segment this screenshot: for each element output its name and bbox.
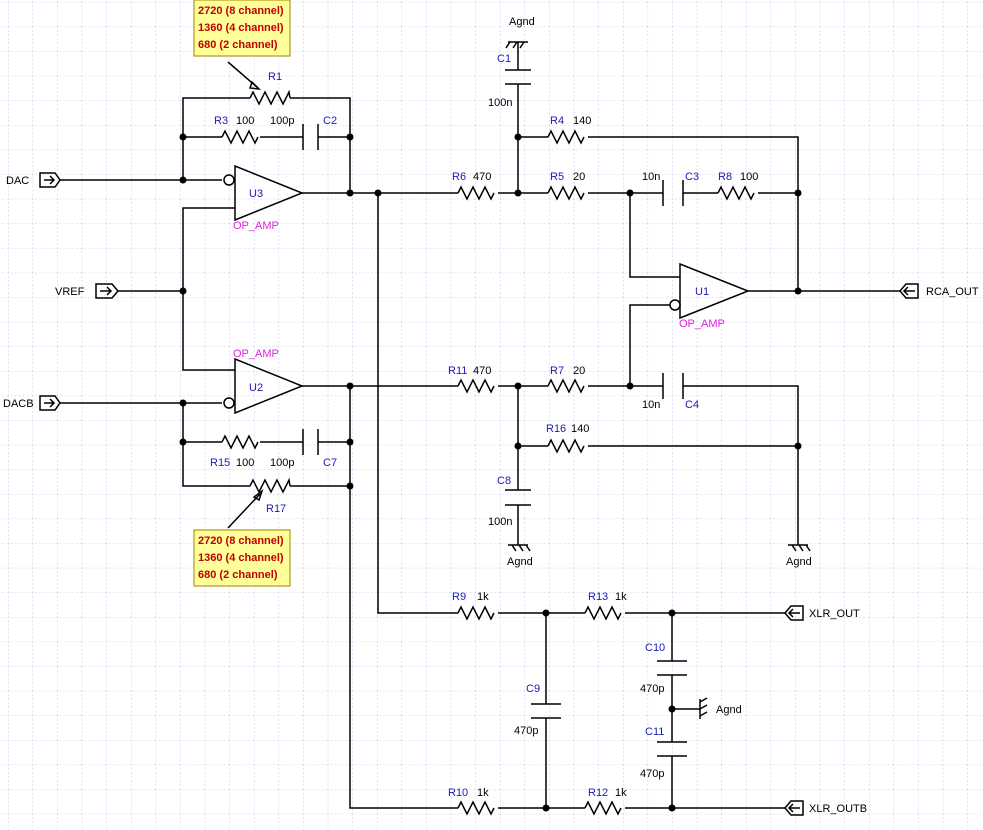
c7-value: 100p [270, 457, 294, 469]
port-xlr-outb: XLR_OUTB [784, 800, 867, 816]
port-dacb: DACB [3, 395, 61, 411]
opamp-u1: U1 OP_AMP [669, 262, 751, 330]
note-r1-line-1: 2720 (8 channel) [198, 5, 284, 17]
port-vref: VREF [55, 283, 119, 299]
c2-ref: C2 [323, 115, 337, 127]
c9-ref: C9 [526, 683, 540, 695]
r5-value: 20 [573, 171, 585, 183]
c8-value: 100n [488, 516, 512, 528]
port-rca-out-label: RCA_OUT [926, 286, 979, 298]
c10-value: 470p [640, 683, 664, 695]
r5-ref: R5 [550, 171, 564, 183]
c1-value: 100n [488, 97, 512, 109]
resistors: R1 R3 100 R6 470 R4 140 R5 20 R8 100 R11… [210, 61, 758, 816]
capacitors: 100p C2 C1 100n 10n C3 10n C4 100p C7 C8… [270, 53, 699, 780]
r6-ref: R6 [452, 171, 466, 183]
c4-ref: C4 [685, 399, 699, 411]
r6-value: 470 [473, 171, 491, 183]
port-rca-out: RCA_OUT [899, 283, 979, 299]
opamp-u2-type: OP_AMP [233, 348, 279, 360]
r8-ref: R8 [718, 171, 732, 183]
port-xlr-out-label: XLR_OUT [809, 608, 860, 620]
port-dac: DAC [6, 172, 61, 188]
c1-ref: C1 [497, 53, 511, 65]
note-r1: 2720 (8 channel) 1360 (4 channel) 680 (2… [193, 0, 291, 57]
ground-r16-label: Agnd [786, 556, 812, 568]
r10-ref: R10 [448, 787, 468, 799]
ground-top: Agnd [505, 16, 535, 49]
c9-value: 470p [514, 725, 538, 737]
opamp-u2-ref: U2 [249, 382, 263, 394]
r4-ref: R4 [550, 115, 564, 127]
ground-c8: Agnd [507, 544, 533, 568]
r12-value: 1k [615, 787, 627, 799]
r9-value: 1k [477, 591, 489, 603]
c11-ref: C11 [645, 726, 664, 738]
r10-value: 1k [477, 787, 489, 799]
r11-value: 470 [473, 365, 491, 377]
r15-value: 100 [236, 457, 254, 469]
r9-ref: R9 [452, 591, 466, 603]
wires [60, 42, 900, 809]
r13-value: 1k [615, 591, 627, 603]
r8-value: 100 [740, 171, 758, 183]
opamp-u2: U2 OP_AMP [223, 348, 305, 415]
port-dac-label: DAC [6, 175, 29, 187]
r3-ref: R3 [214, 115, 228, 127]
r3-value: 100 [236, 115, 254, 127]
r11-ref: R11 [448, 365, 467, 377]
c7-ref: C7 [323, 457, 337, 469]
c3-value: 10n [642, 171, 660, 183]
ground-top-label: Agnd [509, 16, 535, 28]
r4-value: 140 [573, 115, 591, 127]
note-r17-line-2: 1360 (4 channel) [198, 552, 284, 564]
c8-ref: C8 [497, 475, 511, 487]
ground-xlr-label: Agnd [716, 704, 742, 716]
note-r1-line-2: 1360 (4 channel) [198, 22, 284, 34]
r16-value: 140 [571, 423, 589, 435]
port-vref-label: VREF [55, 286, 85, 298]
opamp-u1-ref: U1 [695, 286, 709, 298]
ground-xlr: Agnd [699, 697, 742, 719]
note-r17-line-3: 680 (2 channel) [198, 569, 278, 581]
opamp-u3-type: OP_AMP [233, 220, 279, 232]
note-r17-line-1: 2720 (8 channel) [198, 535, 284, 547]
ground-c8-label: Agnd [507, 556, 533, 568]
c2-value: 100p [270, 115, 294, 127]
c10-ref: C10 [645, 642, 665, 654]
port-dacb-label: DACB [3, 398, 34, 410]
c11-value: 470p [640, 768, 664, 780]
note-r1-line-3: 680 (2 channel) [198, 39, 278, 51]
ground-r16: Agnd [786, 544, 812, 568]
r7-ref: R7 [550, 365, 564, 377]
r13-ref: R13 [588, 591, 608, 603]
r16-ref: R16 [546, 423, 566, 435]
port-xlr-outb-label: XLR_OUTB [809, 803, 867, 815]
r12-ref: R12 [588, 787, 608, 799]
port-xlr-out: XLR_OUT [784, 605, 860, 621]
note-r17: 2720 (8 channel) 1360 (4 channel) 680 (2… [193, 529, 291, 587]
opamp-u3: U3 OP_AMP [223, 164, 305, 232]
r15-ref: R15 [210, 457, 230, 469]
r17-ref: R17 [266, 503, 286, 515]
c4-value: 10n [642, 399, 660, 411]
c3-ref: C3 [685, 171, 699, 183]
junctions [179, 133, 802, 812]
r1-ref: R1 [268, 71, 282, 83]
opamp-u1-type: OP_AMP [679, 318, 725, 330]
opamp-u3-ref: U3 [249, 188, 263, 200]
r7-value: 20 [573, 365, 585, 377]
